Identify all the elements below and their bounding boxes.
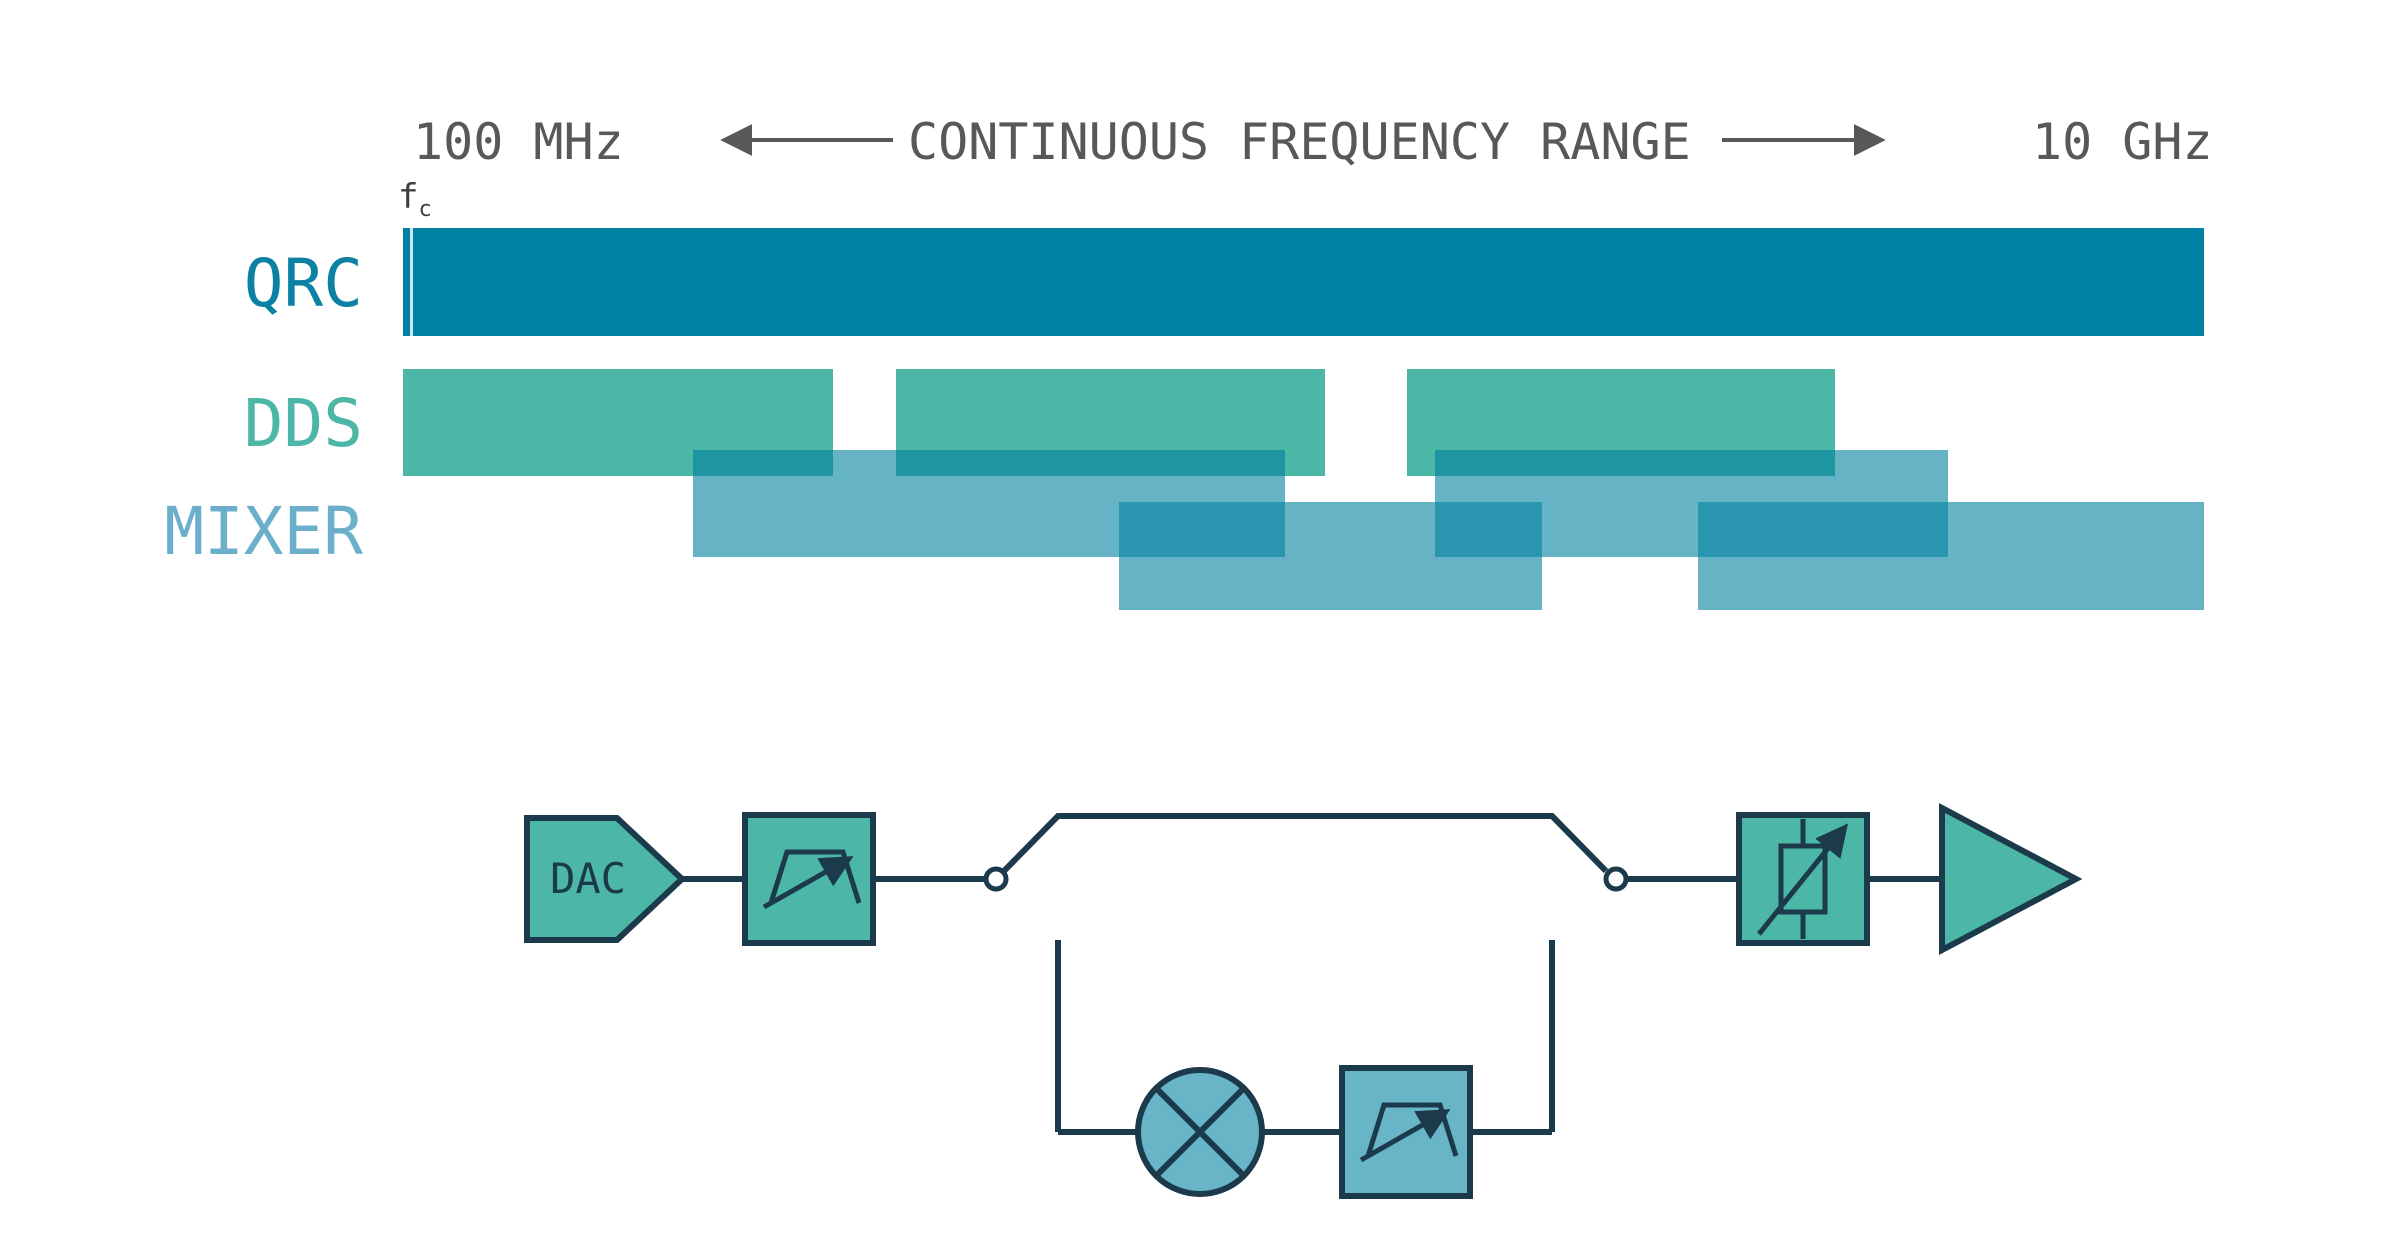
amplifier-triangle-icon [1939,803,2083,955]
row-label-qrc: QRC [243,245,363,322]
mixer-bar [1698,502,2204,610]
dac-block-label: DAC [550,854,626,903]
lowpass-filter2-block [1339,1065,1473,1199]
row-label-dds: DDS [243,385,363,462]
qrc-bar [403,228,2204,336]
carrier-frequency-marker-line [410,228,413,336]
mixer-bar [1119,502,1542,610]
signal-chain [524,803,2083,1199]
switch-pole-right-icon [1603,866,1629,892]
max-frequency-label: 10 GHz [2032,113,2213,171]
continuous-range-title: CONTINUOUS FREQUENCY RANGE [908,113,1691,171]
amplifier-block [1939,803,2083,955]
switch-pole-left-icon [983,866,1009,892]
dac-block [524,815,687,943]
fc-symbol: f [398,177,419,217]
variable-attenuator-icon [1757,819,1849,939]
fc-subscript: c [418,197,432,222]
min-frequency-label: 100 MHz [413,113,624,171]
row-label-mixer: MIXER [164,493,363,570]
lowpass-filter-block [742,812,876,946]
carrier-frequency-label: fc [398,180,432,227]
variable-attenuator-block [1736,812,1870,946]
mixer-block [1135,1067,1265,1197]
mixer-x-icon [1153,1085,1247,1179]
bypass-path-wire [1001,813,1609,874]
